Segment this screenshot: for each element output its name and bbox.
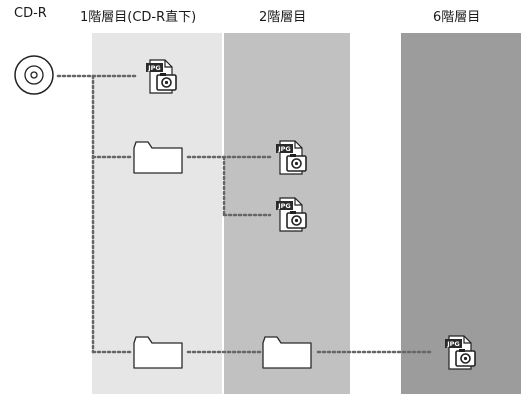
level6-band [401, 33, 521, 394]
jpg-label-level6: JPG [446, 340, 460, 348]
jpg-label-level2-a: JPG [277, 145, 291, 153]
jpg-label-level1: JPG [147, 64, 161, 72]
connector-lines [56, 74, 434, 354]
jpg-label-level2-b: JPG [277, 202, 291, 210]
header-level1: 1階層目(CD-R直下) [80, 10, 197, 25]
header-level6: 6階層目 [433, 10, 481, 25]
header-cdr: CD-R [14, 6, 47, 21]
cd-disc-icon [14, 55, 54, 95]
header-level2: 2階層目 [259, 10, 307, 25]
